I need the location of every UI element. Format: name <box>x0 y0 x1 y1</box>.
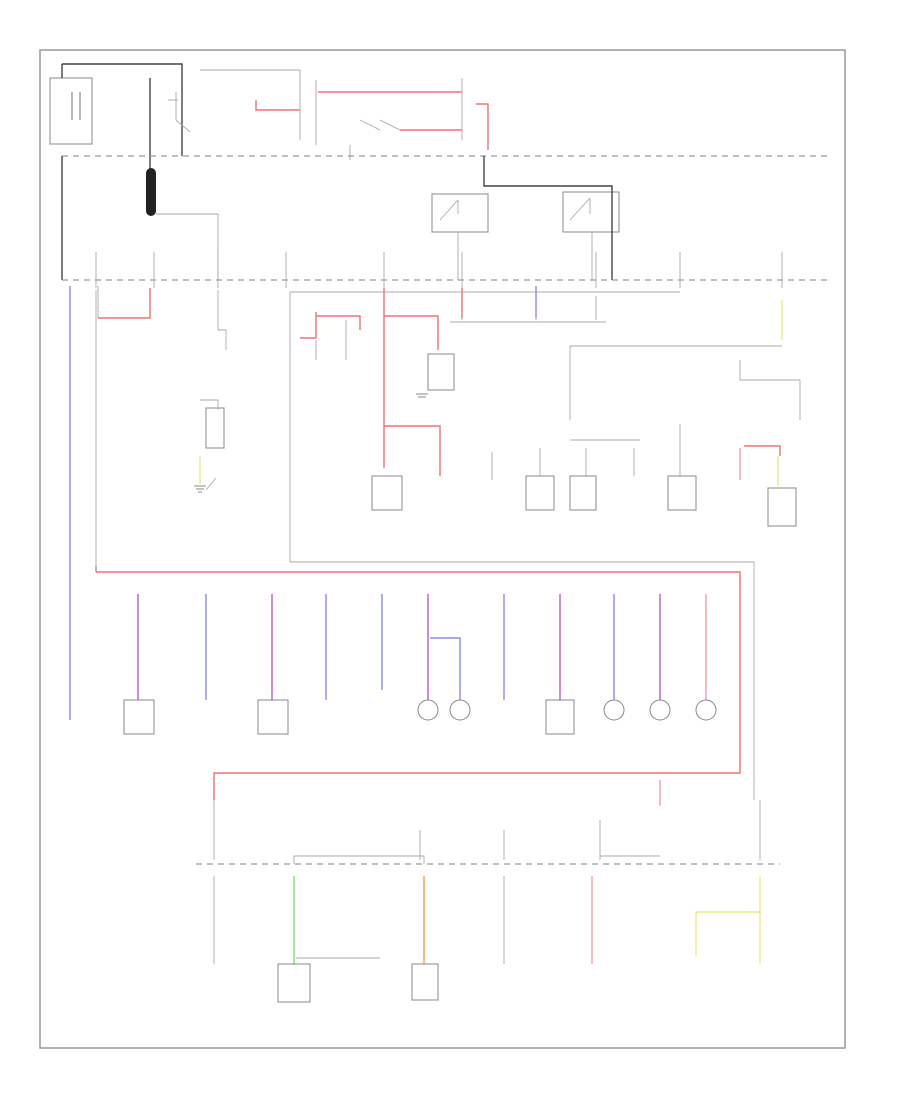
lamp-4 <box>649 699 671 721</box>
lamp-2 <box>449 699 471 721</box>
bottom-comp-1 <box>277 963 311 1003</box>
lamp-1 <box>417 699 439 721</box>
main-feed-red <box>96 571 741 800</box>
bottom-comp-2 <box>411 963 439 1001</box>
lamp-3 <box>603 699 625 721</box>
ignition-switch-section <box>200 69 489 160</box>
module-box <box>205 407 225 449</box>
battery-section <box>49 63 191 182</box>
fusible-link-icon <box>146 168 156 216</box>
central-red-block <box>300 288 455 476</box>
fuse-markers <box>95 252 783 288</box>
relay-left-box <box>431 193 489 233</box>
comp-c <box>569 475 597 511</box>
load-3 <box>545 699 575 735</box>
middle-components <box>123 699 717 735</box>
drop-wires <box>137 594 707 700</box>
comp-a <box>371 475 403 511</box>
bottom-drops <box>213 876 761 964</box>
load-1 <box>123 699 155 735</box>
relay-right-box <box>562 191 620 233</box>
component-row <box>371 286 801 527</box>
fuse-box-component <box>427 353 455 391</box>
relay-group <box>431 156 620 280</box>
comp-b <box>525 475 555 511</box>
lamp-5 <box>695 699 717 721</box>
battery-box <box>49 77 93 145</box>
bottom-components <box>277 957 439 1003</box>
diagram-frame <box>39 49 846 1049</box>
comp-d <box>667 475 697 511</box>
comp-e <box>767 487 797 527</box>
ground-symbol-icons <box>194 393 428 493</box>
load-2 <box>257 699 289 735</box>
